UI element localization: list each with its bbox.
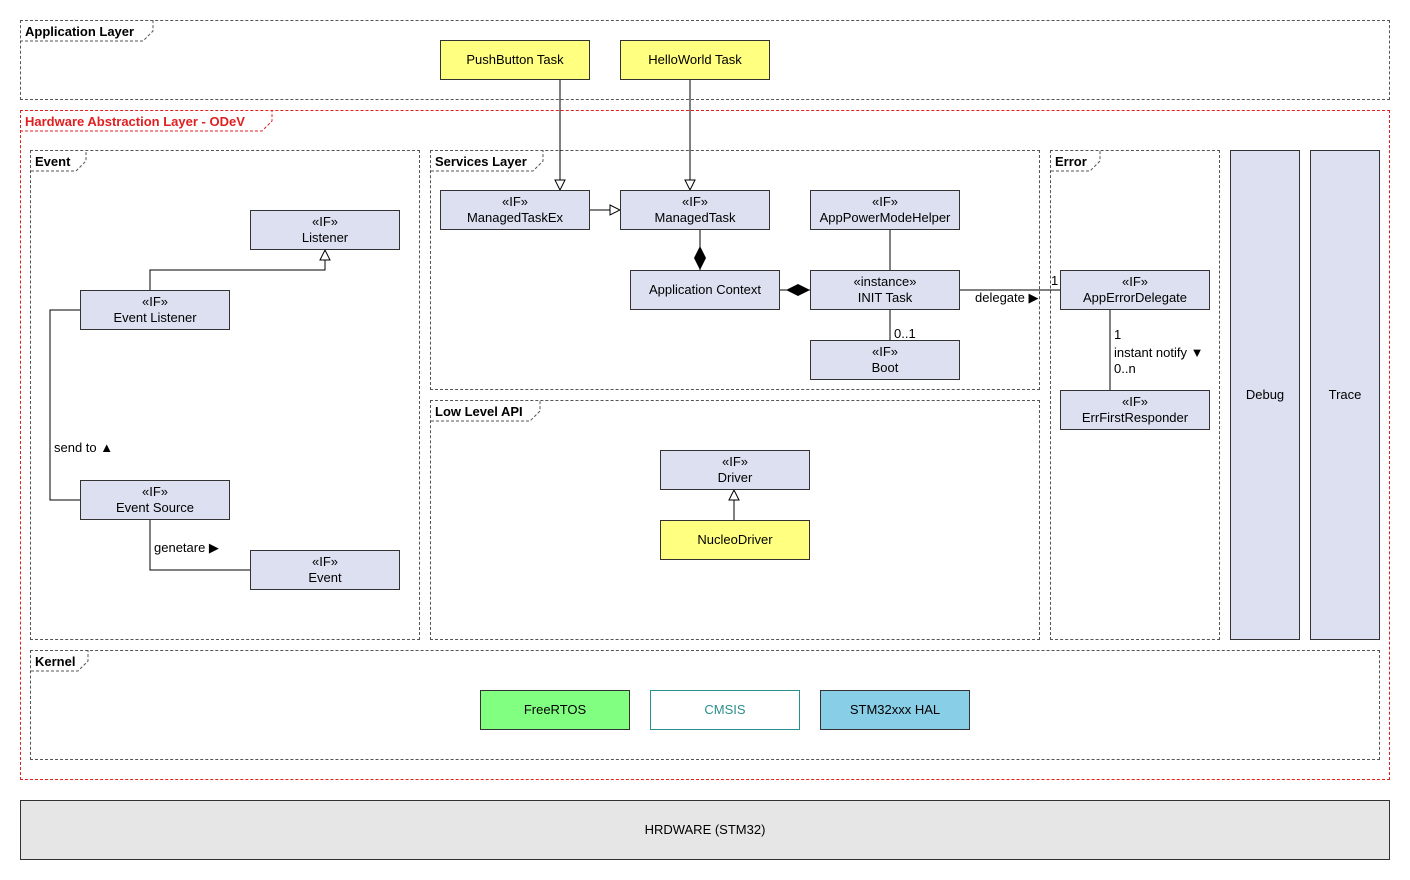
event-listener-box: «IF» Event Listener	[80, 290, 230, 330]
box-name: Debug	[1245, 387, 1285, 402]
trace-box: Trace	[1310, 150, 1380, 640]
package-title: Kernel	[31, 651, 84, 671]
boot-box: «IF» Boot	[810, 340, 960, 380]
stereotype: «IF»	[871, 194, 898, 209]
box-name: Boot	[871, 360, 899, 375]
package-title: Services Layer	[431, 151, 535, 171]
kernel-package: Kernel	[30, 650, 1380, 760]
stereotype: «instance»	[853, 274, 917, 289]
event-package: Event	[30, 150, 420, 640]
stereotype: «IF»	[501, 194, 528, 209]
package-title: Application Layer	[21, 21, 143, 41]
hardware-box: HRDWARE (STM32)	[20, 800, 1390, 860]
multiplicity-zero-n-label: 0..n	[1114, 361, 1136, 376]
box-name: NucleoDriver	[697, 532, 773, 547]
managed-task-box: «IF» ManagedTask	[620, 190, 770, 230]
listener-box: «IF» Listener	[250, 210, 400, 250]
generate-label: genetare ▶	[154, 540, 219, 555]
box-name: ManagedTask	[654, 210, 736, 225]
instant-notify-label: instant notify ▼	[1114, 345, 1204, 360]
pushbutton-task-box: PushButton Task	[440, 40, 590, 80]
init-task-box: «instance» INIT Task	[810, 270, 960, 310]
box-name: Trace	[1328, 387, 1362, 402]
app-error-delegate-box: «IF» AppErrorDelegate	[1060, 270, 1210, 310]
box-name: Driver	[717, 470, 753, 485]
err-first-responder-box: «IF» ErrFirstResponder	[1060, 390, 1210, 430]
send-to-label: send to ▲	[54, 440, 114, 455]
multiplicity-zero-one-label: 0..1	[894, 326, 916, 341]
helloworld-task-box: HelloWorld Task	[620, 40, 770, 80]
stereotype: «IF»	[141, 484, 168, 499]
box-name: Event Listener	[113, 310, 197, 325]
box-name: FreeRTOS	[523, 702, 587, 717]
box-name: AppErrorDelegate	[1082, 290, 1188, 305]
box-name: Application Context	[648, 282, 761, 297]
delegate-label: delegate ▶	[975, 290, 1039, 305]
nucleo-driver-box: NucleoDriver	[660, 520, 810, 560]
stereotype: «IF»	[1121, 274, 1148, 289]
services-layer-package: Services Layer	[430, 150, 1040, 390]
application-context-box: Application Context	[630, 270, 780, 310]
stereotype: «IF»	[311, 554, 338, 569]
box-name: HRDWARE (STM32)	[644, 822, 766, 837]
box-name: ManagedTaskEx	[466, 210, 564, 225]
event-box: «IF» Event	[250, 550, 400, 590]
box-name: HelloWorld Task	[648, 52, 742, 67]
driver-box: «IF» Driver	[660, 450, 810, 490]
app-power-mode-helper-box: «IF» AppPowerModeHelper	[810, 190, 960, 230]
package-title: Hardware Abstraction Layer - ODeV	[21, 111, 253, 131]
application-layer-package: Application Layer	[20, 20, 1390, 100]
stereotype: «IF»	[871, 344, 898, 359]
event-source-box: «IF» Event Source	[80, 480, 230, 520]
box-name: AppPowerModeHelper	[819, 210, 951, 225]
stereotype: «IF»	[141, 294, 168, 309]
stereotype: «IF»	[681, 194, 708, 209]
freertos-box: FreeRTOS	[480, 690, 630, 730]
managed-task-ex-box: «IF» ManagedTaskEx	[440, 190, 590, 230]
stereotype: «IF»	[311, 214, 338, 229]
error-package: Error	[1050, 150, 1220, 640]
box-name: CMSIS	[704, 702, 746, 717]
package-title: Low Level API	[431, 401, 531, 421]
multiplicity-one-top-label: 1	[1114, 327, 1122, 342]
hal-package: Hardware Abstraction Layer - ODeV	[20, 110, 1390, 780]
multiplicity-one-left-label: 1	[1051, 273, 1059, 288]
box-name: INIT Task	[857, 290, 913, 305]
box-name: STM32xxx HAL	[849, 702, 941, 717]
package-title: Error	[1051, 151, 1095, 171]
box-name: ErrFirstResponder	[1081, 410, 1189, 425]
stm32-hal-box: STM32xxx HAL	[820, 690, 970, 730]
stereotype: «IF»	[1121, 394, 1148, 409]
box-name: PushButton Task	[466, 52, 564, 67]
box-name: Listener	[301, 230, 349, 245]
stereotype: «IF»	[721, 454, 748, 469]
box-name: Event	[308, 570, 342, 585]
low-level-api-package: Low Level API	[430, 400, 1040, 640]
cmsis-box: CMSIS	[650, 690, 800, 730]
box-name: Event Source	[115, 500, 195, 515]
debug-box: Debug	[1230, 150, 1300, 640]
package-title: Event	[31, 151, 79, 171]
